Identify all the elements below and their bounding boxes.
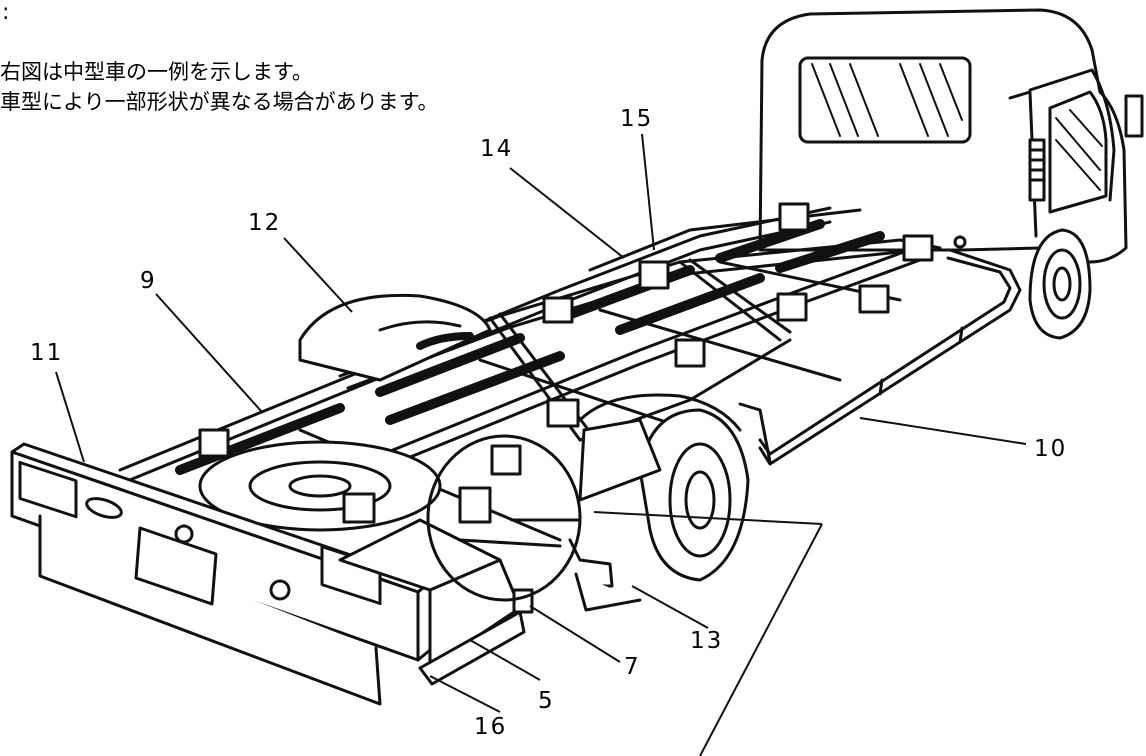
header-mark: :	[2, 0, 10, 25]
cab-rear-window	[798, 56, 972, 144]
leader-11	[55, 371, 85, 463]
leader-detail	[593, 511, 823, 525]
rear-step-box	[338, 518, 534, 686]
rear-wheel-right	[578, 393, 750, 582]
leader-13	[631, 585, 709, 629]
leader-9	[155, 293, 263, 413]
callout-13: 13	[690, 628, 724, 654]
cab	[758, 8, 1144, 264]
caption-line-2: 車型により一部形状が異なる場合があります。	[0, 90, 439, 114]
callout-9: 9	[140, 268, 157, 294]
callout-16: 16	[474, 714, 508, 740]
front-wheel	[1028, 228, 1092, 340]
leader-15	[641, 133, 655, 251]
callout-11: 11	[30, 340, 64, 366]
spare-tire	[198, 440, 442, 532]
callout-5: 5	[538, 688, 555, 714]
leader-10	[859, 417, 1027, 445]
callout-10: 10	[1034, 436, 1068, 462]
callout-15: 15	[620, 106, 654, 132]
spare-tire-carrier	[426, 434, 642, 612]
frame-mounts	[198, 202, 934, 524]
leader-7	[529, 605, 621, 663]
leader-detail-diag	[699, 523, 823, 756]
caption-line-1: 右図は中型車の一例を示します。	[0, 60, 313, 84]
side-guard-rail	[738, 248, 1022, 466]
leader-5	[469, 639, 541, 681]
rear-fender-left	[298, 293, 492, 382]
callout-12: 12	[248, 210, 282, 236]
tail-lamp-left	[18, 460, 78, 519]
leader-12	[283, 237, 353, 313]
license-plate	[134, 526, 218, 606]
leader-16	[429, 675, 501, 713]
detail-circle	[426, 434, 582, 602]
callout-7: 7	[624, 654, 641, 680]
callout-14: 14	[480, 136, 514, 162]
leader-14	[509, 167, 625, 259]
